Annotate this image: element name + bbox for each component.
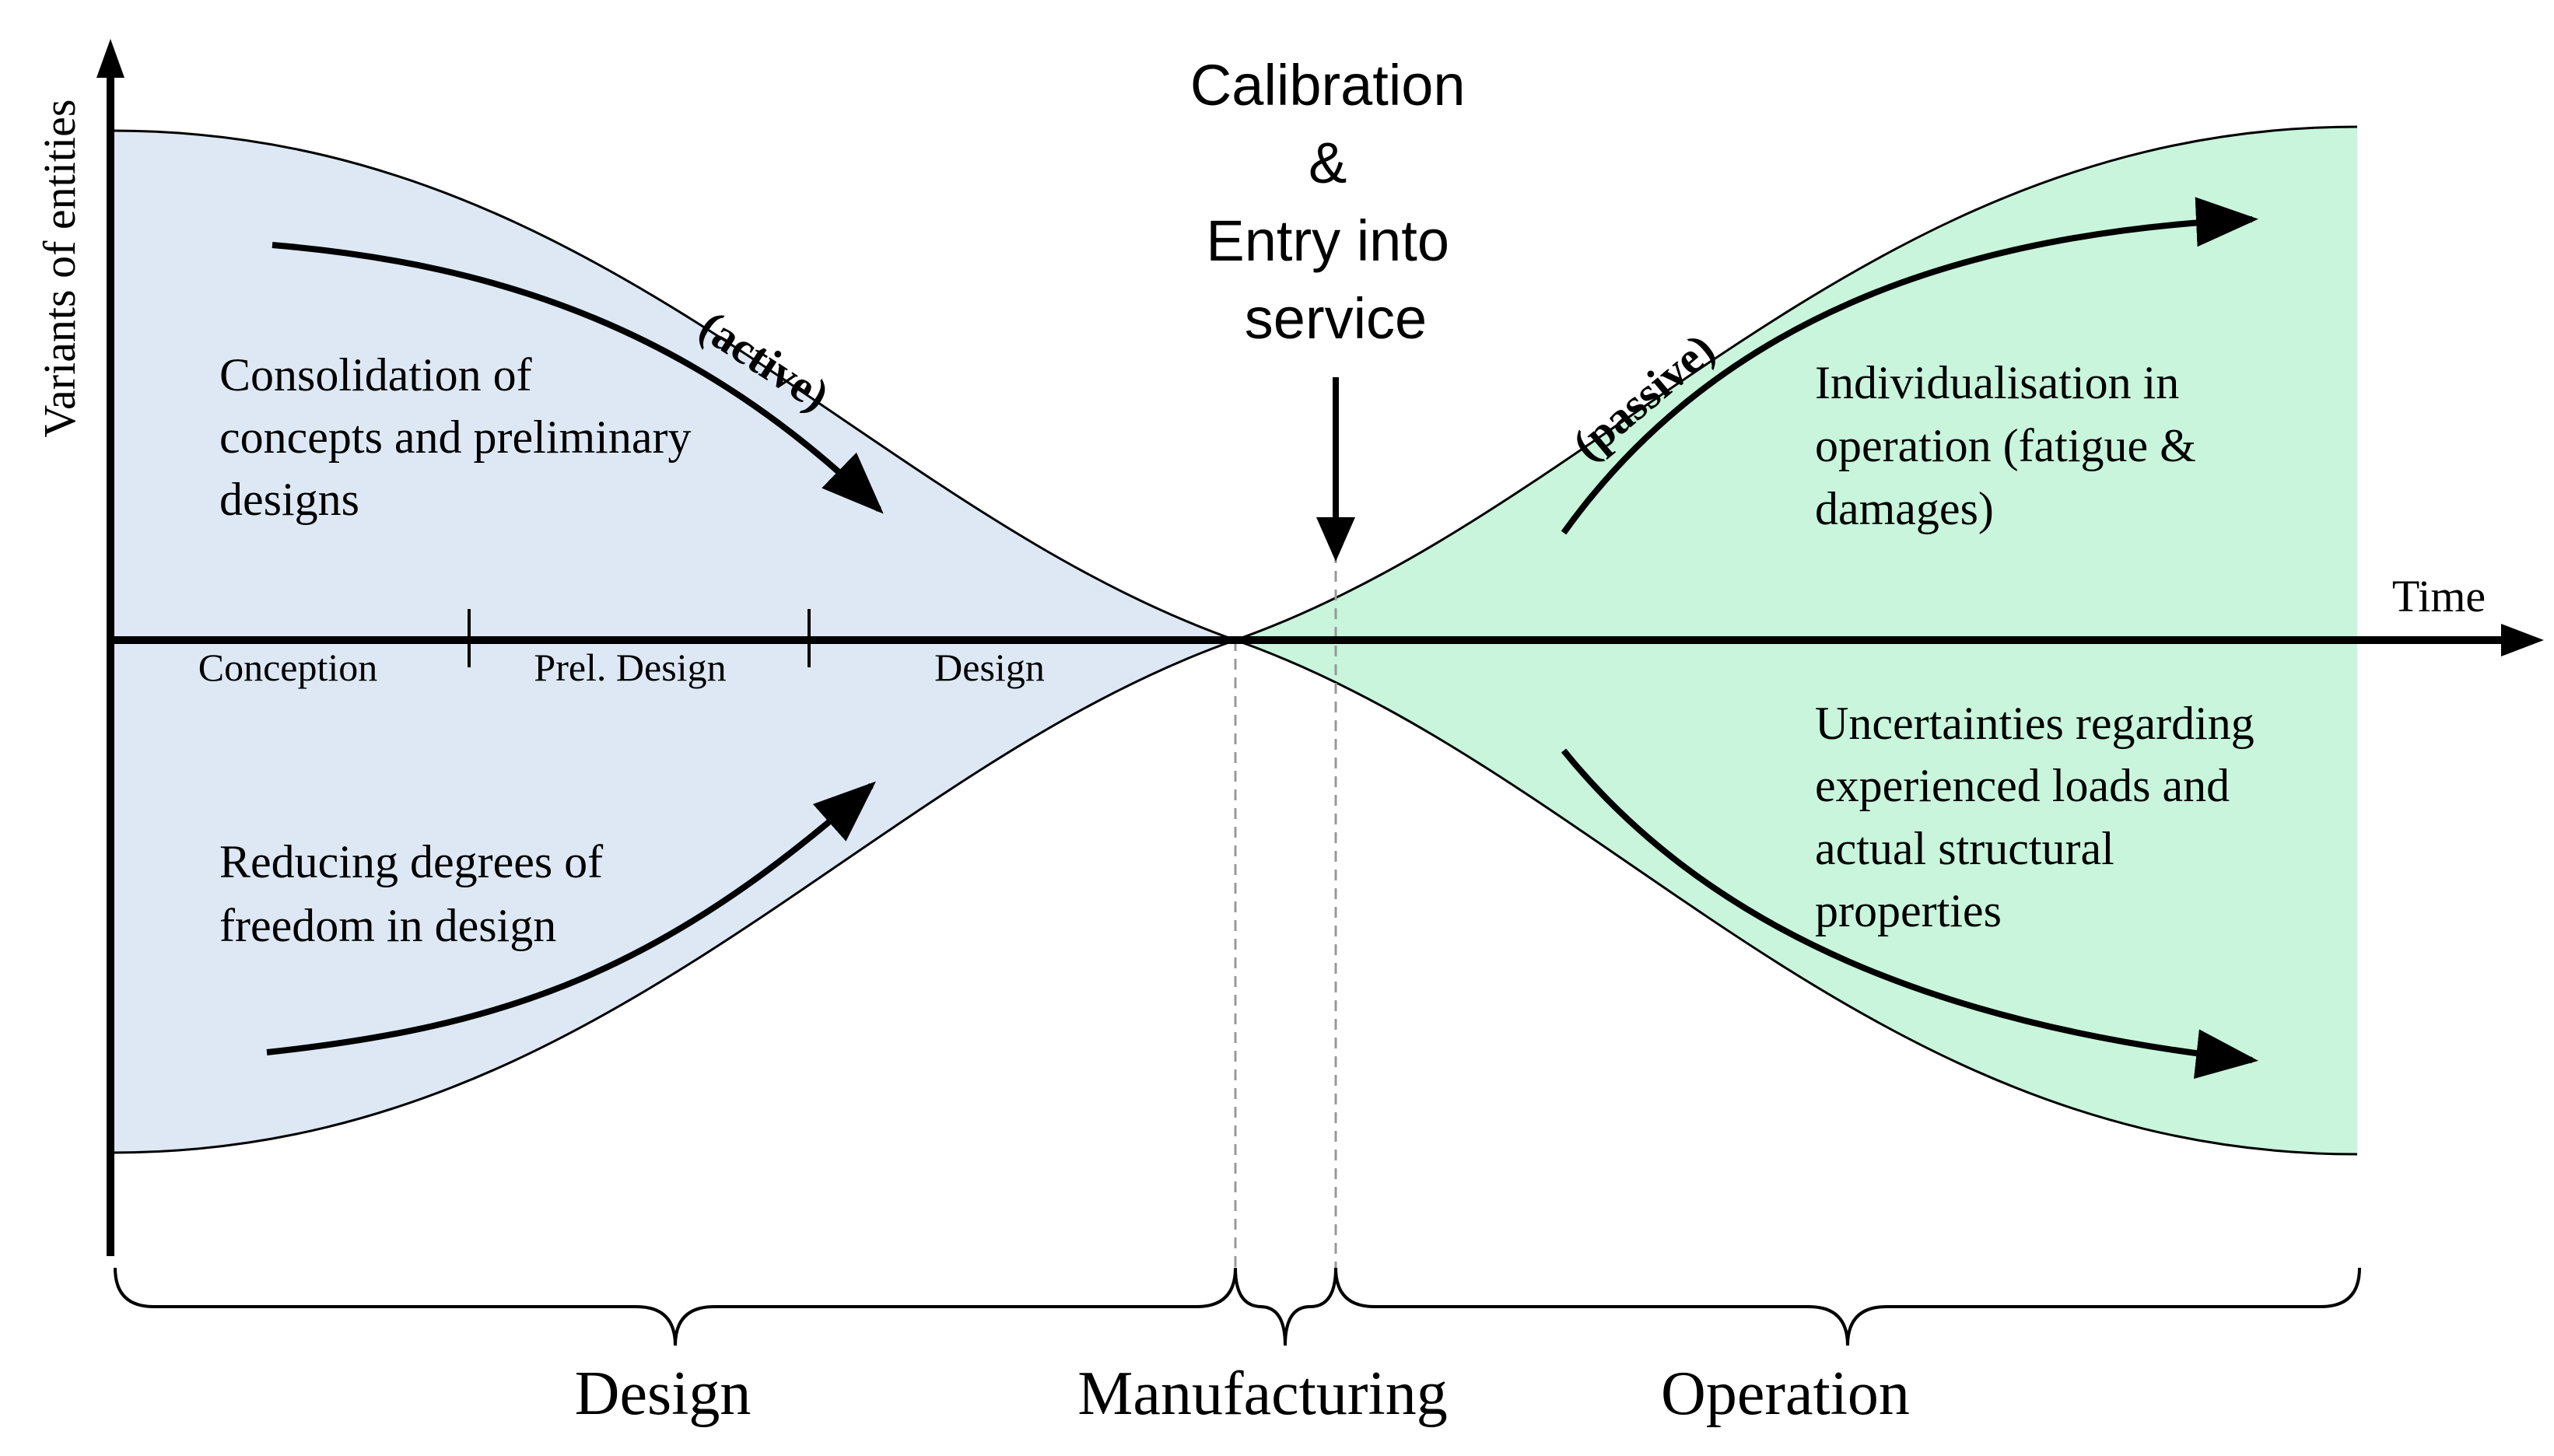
manufacturing-brace: [1234, 1267, 1337, 1346]
x-axis-arrowhead-icon: [2501, 624, 2544, 656]
callout-line-3: Entry into: [1206, 208, 1449, 273]
right-upper-boundary: [1235, 125, 2358, 642]
calibration-callout-text: Calibration & Entry into service: [1190, 53, 1481, 351]
individualisation-text-line-3: damages): [1815, 483, 1994, 534]
reducing-freedom-arrow: [266, 781, 876, 1055]
consolidation-text-line-1: Consolidation of: [219, 349, 532, 401]
uncertainties-text-line-4: properties: [1815, 885, 2002, 936]
individualisation-text-line-2: operation (fatigue &: [1815, 420, 2196, 471]
consolidation-text-line-3: designs: [219, 474, 359, 525]
individualisation-arrow: [1561, 197, 2258, 535]
uncertainties-text: Uncertainties regarding experienced load…: [1815, 698, 2266, 936]
brace-label-manufacturing: Manufacturing: [1077, 1360, 1447, 1428]
operation-brace: [1334, 1267, 2361, 1346]
individualisation-text-line-1: Individualisation in: [1815, 357, 2179, 408]
individualisation-text: Individualisation in operation (fatigue …: [1815, 357, 2208, 534]
phase-label-conception: Conception: [198, 646, 378, 689]
brace-label-operation: Operation: [1661, 1360, 1910, 1428]
callout-line-2: &: [1309, 131, 1347, 195]
consolidation-text: Consolidation of concepts and preliminar…: [219, 349, 702, 525]
reducing-freedom-text: Reducing degrees of freedom in design: [219, 836, 615, 951]
uncertainties-arrow: [1561, 748, 2258, 1080]
callout-arrow-head-icon: [1316, 517, 1355, 562]
left-upper-boundary: [112, 129, 1236, 642]
left-lower-boundary: [112, 639, 1236, 1154]
x-axis-label: Time: [2392, 571, 2486, 621]
consolidation-text-line-2: concepts and preliminary: [219, 411, 691, 463]
y-axis-label: Variants of entities: [34, 100, 85, 438]
phase-label-design: Design: [934, 646, 1045, 689]
design-brace: [114, 1267, 1237, 1346]
uncertainties-text-line-2: experienced loads and: [1815, 760, 2230, 811]
callout-line-1: Calibration: [1190, 53, 1466, 117]
y-axis-arrowhead-icon: [96, 39, 124, 78]
callout-line-4: service: [1245, 286, 1427, 351]
consolidation-arrow: [272, 242, 884, 514]
reducing-freedom-text-line-2: freedom in design: [219, 900, 556, 951]
uncertainties-text-line-3: actual structural: [1815, 823, 2114, 874]
right-lower-boundary: [1235, 639, 2358, 1156]
reducing-freedom-text-line-1: Reducing degrees of: [219, 836, 603, 887]
uncertainties-text-line-1: Uncertainties regarding: [1815, 698, 2254, 749]
brace-label-design: Design: [575, 1360, 751, 1428]
phase-label-preliminary-design: Prel. Design: [534, 646, 726, 689]
